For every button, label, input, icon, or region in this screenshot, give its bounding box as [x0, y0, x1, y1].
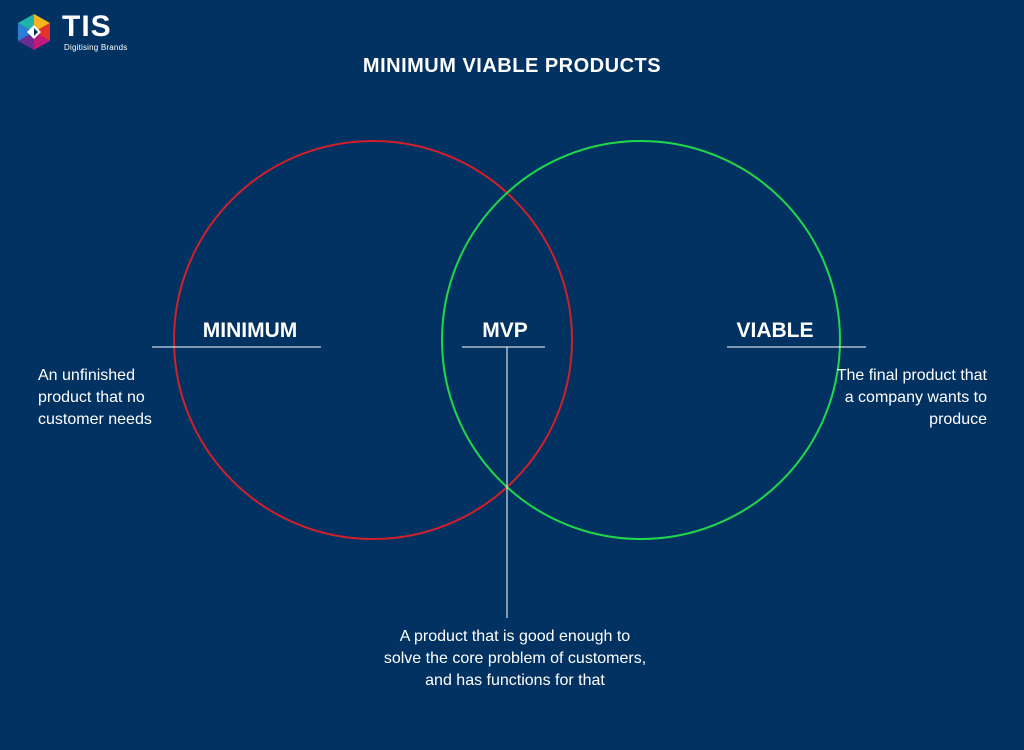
diagram-title: MINIMUM VIABLE PRODUCTS — [362, 55, 662, 77]
mvp-label: MVP — [482, 319, 528, 342]
minimum-circle — [173, 140, 573, 540]
viable-label: VIABLE — [736, 319, 814, 342]
logo-tagline: Digitising Brands — [64, 42, 128, 52]
minimum-description: An unfinished product that no customer n… — [38, 367, 152, 428]
hexagon-logo-icon — [18, 14, 50, 50]
viable-circle — [441, 140, 841, 540]
logo-name: TIS — [62, 9, 112, 43]
brand-logo: TIS Digitising Brands — [16, 9, 128, 52]
minimum-label: MINIMUM — [202, 319, 298, 342]
viable-description: The final product that a company wants t… — [836, 367, 987, 428]
mvp-description: A product that is good enough to solve t… — [383, 628, 647, 689]
